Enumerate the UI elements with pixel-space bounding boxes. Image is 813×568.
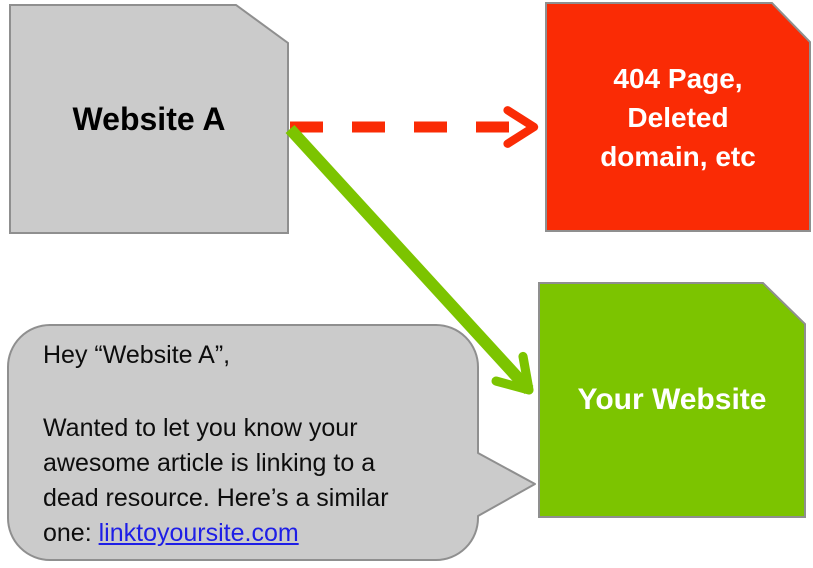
new-link-arrow — [285, 124, 534, 395]
speech-bubble — [7, 324, 536, 561]
dead-resource-box — [545, 1, 811, 232]
your-website-box — [538, 282, 806, 518]
website-a-box — [9, 4, 289, 234]
link-to-your-site[interactable]: linktoyoursite.com — [98, 519, 299, 547]
